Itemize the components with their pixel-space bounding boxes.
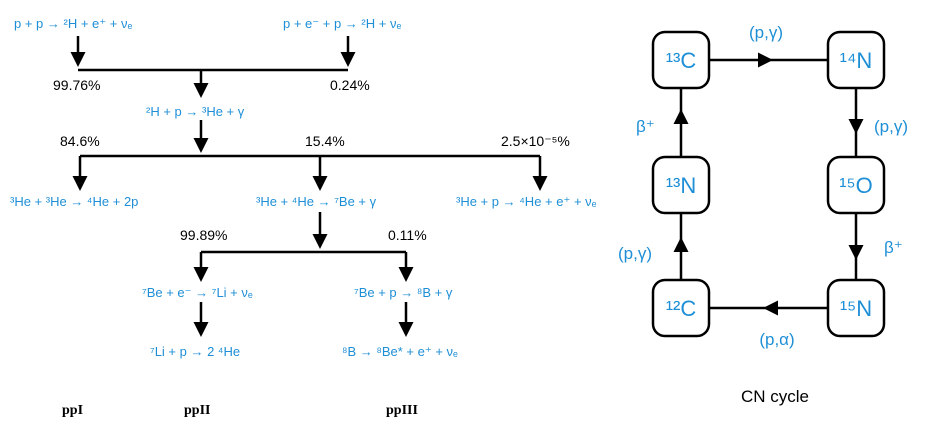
percent-hep: 2.5×10⁻⁵% (501, 133, 570, 149)
percent-ppI: 84.6% (60, 133, 100, 149)
node-n14: ¹⁴N (826, 30, 886, 90)
node-n13: ¹³N (651, 155, 711, 215)
node-o15-label: ¹⁵O (839, 173, 873, 198)
reaction-ppI: ³He + ³He → ⁴He + 2p (10, 194, 138, 209)
label-ppIII: ppIII (386, 403, 418, 418)
percent-pp: 99.76% (53, 77, 100, 93)
cn-cycle-caption: CN cycle (741, 387, 809, 406)
node-c12: ¹²C (651, 278, 711, 338)
edge-label-left-lower: (p,γ) (618, 244, 652, 263)
node-c12-label: ¹²C (666, 296, 697, 321)
node-n14-label: ¹⁴N (840, 48, 873, 73)
percent-ppII: 99.89% (180, 227, 227, 243)
reaction-pep: p + e⁻ + p → ²H + νₑ (283, 16, 401, 31)
percent-ppIII: 0.11% (388, 227, 427, 243)
reaction-li-p: ⁷Li + p → 2 ⁴He (150, 344, 240, 359)
reaction-pp: p + p → ²H + e⁺ + νₑ (14, 16, 132, 31)
node-c13-label: ¹³C (666, 48, 697, 73)
pp-chain-connectors (70, 36, 548, 337)
reaction-b-decay: ⁸B → ⁸Be* + e⁺ + νₑ (342, 344, 458, 359)
label-ppII: ppII (184, 403, 210, 418)
percent-branch: 15.4% (305, 133, 345, 149)
reaction-hep: ³He + p → ⁴He + e⁺ + νₑ (456, 194, 597, 209)
percent-pep: 0.24% (330, 77, 370, 93)
reaction-he-he: ³He + ⁴He → ⁷Be + γ (256, 194, 377, 209)
node-n15: ¹⁵N (826, 278, 886, 338)
label-ppI: ppI (62, 403, 83, 418)
edge-label-bottom: (p,α) (759, 330, 794, 349)
cn-cycle-connectors (673, 52, 864, 316)
node-c13: ¹³C (651, 30, 711, 90)
cn-cycle-nodes: ¹³C ¹⁴N ¹³N ¹⁵O ¹²C ¹⁵N (651, 30, 886, 338)
edge-label-left-upper: β⁺ (636, 117, 655, 136)
reaction-be-p: ⁷Be + p → ⁸B + γ (354, 285, 453, 300)
cn-cycle-labels: (p,γ) (p,γ) β⁺ β⁺ (p,γ) (p,α) (618, 23, 908, 349)
node-o15: ¹⁵O (826, 155, 886, 215)
edge-label-right-lower: β⁺ (884, 238, 903, 257)
node-n15-label: ¹⁵N (840, 296, 872, 321)
edge-label-top: (p,γ) (749, 23, 783, 42)
edge-label-right-upper: (p,γ) (874, 117, 908, 136)
pp-chain-text: p + p → ²H + e⁺ + νₑ p + e⁻ + p → ²H + ν… (10, 16, 597, 418)
reaction-be-e: ⁷Be + e⁻ → ⁷Li + νₑ (142, 285, 253, 300)
node-n13-label: ¹³N (666, 173, 697, 198)
reaction-deuterium: ²H + p → ³He + γ (146, 104, 245, 119)
